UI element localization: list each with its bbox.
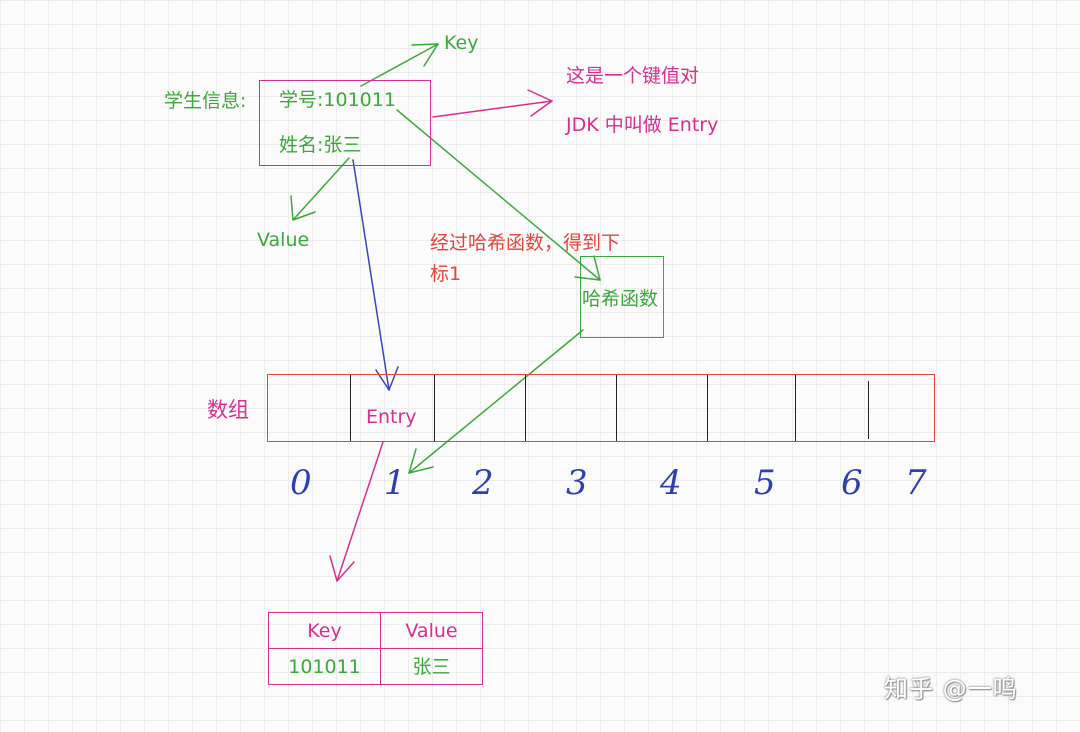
table-divider (269, 648, 482, 649)
arrow-to-entry-note (432, 89, 553, 118)
student-name-field: 姓名:张三 (279, 134, 362, 156)
value-label: Value (257, 229, 310, 251)
entry-cell-label: Entry (366, 406, 417, 428)
table-cell-key: 101011 (288, 656, 361, 678)
hash-note-line1: 经过哈希函数，得到下 (430, 232, 621, 254)
hash-note-line2: 标1 (430, 263, 462, 285)
array-divider (434, 375, 435, 441)
hash-function-label: 哈希函数 (582, 288, 659, 310)
arrow-to-key (360, 43, 439, 87)
index-label: 3 (566, 463, 588, 503)
entry-table: Key Value 101011 张三 (268, 612, 483, 685)
student-record-box (259, 80, 431, 166)
entry-note-line2: JDK 中叫做 Entry (566, 114, 719, 136)
student-id-field: 学号:101011 (279, 89, 396, 111)
hash-function-box (580, 256, 664, 338)
table-header-key: Key (307, 620, 342, 642)
index-label: 0 (290, 463, 312, 503)
array-divider (707, 375, 708, 441)
index-label: 1 (384, 463, 406, 503)
table-header-value: Value (405, 620, 458, 642)
index-label: 5 (754, 463, 776, 503)
watermark: 知乎 @一鸣 (884, 675, 1018, 703)
arrow-to-value (290, 157, 350, 221)
index-label: 2 (472, 463, 494, 503)
array-divider (350, 375, 351, 441)
index-label: 4 (660, 463, 682, 503)
array-divider (795, 375, 796, 441)
arrow-to-entry-table (329, 441, 384, 582)
array-label: 数组 (207, 398, 249, 422)
key-label: Key (444, 32, 479, 54)
array-divider (616, 375, 617, 441)
index-label: 7 (905, 463, 927, 503)
array-divider (525, 375, 526, 441)
student-info-label: 学生信息: (164, 90, 247, 112)
index-label: 6 (841, 463, 863, 503)
arrow-to-entry-cell (352, 159, 399, 391)
entry-note-line1: 这是一个键值对 (566, 65, 700, 87)
bucket-array (267, 374, 935, 442)
arrow-to-index-1 (408, 329, 584, 474)
table-cell-value: 张三 (412, 656, 451, 678)
array-divider (868, 381, 869, 439)
